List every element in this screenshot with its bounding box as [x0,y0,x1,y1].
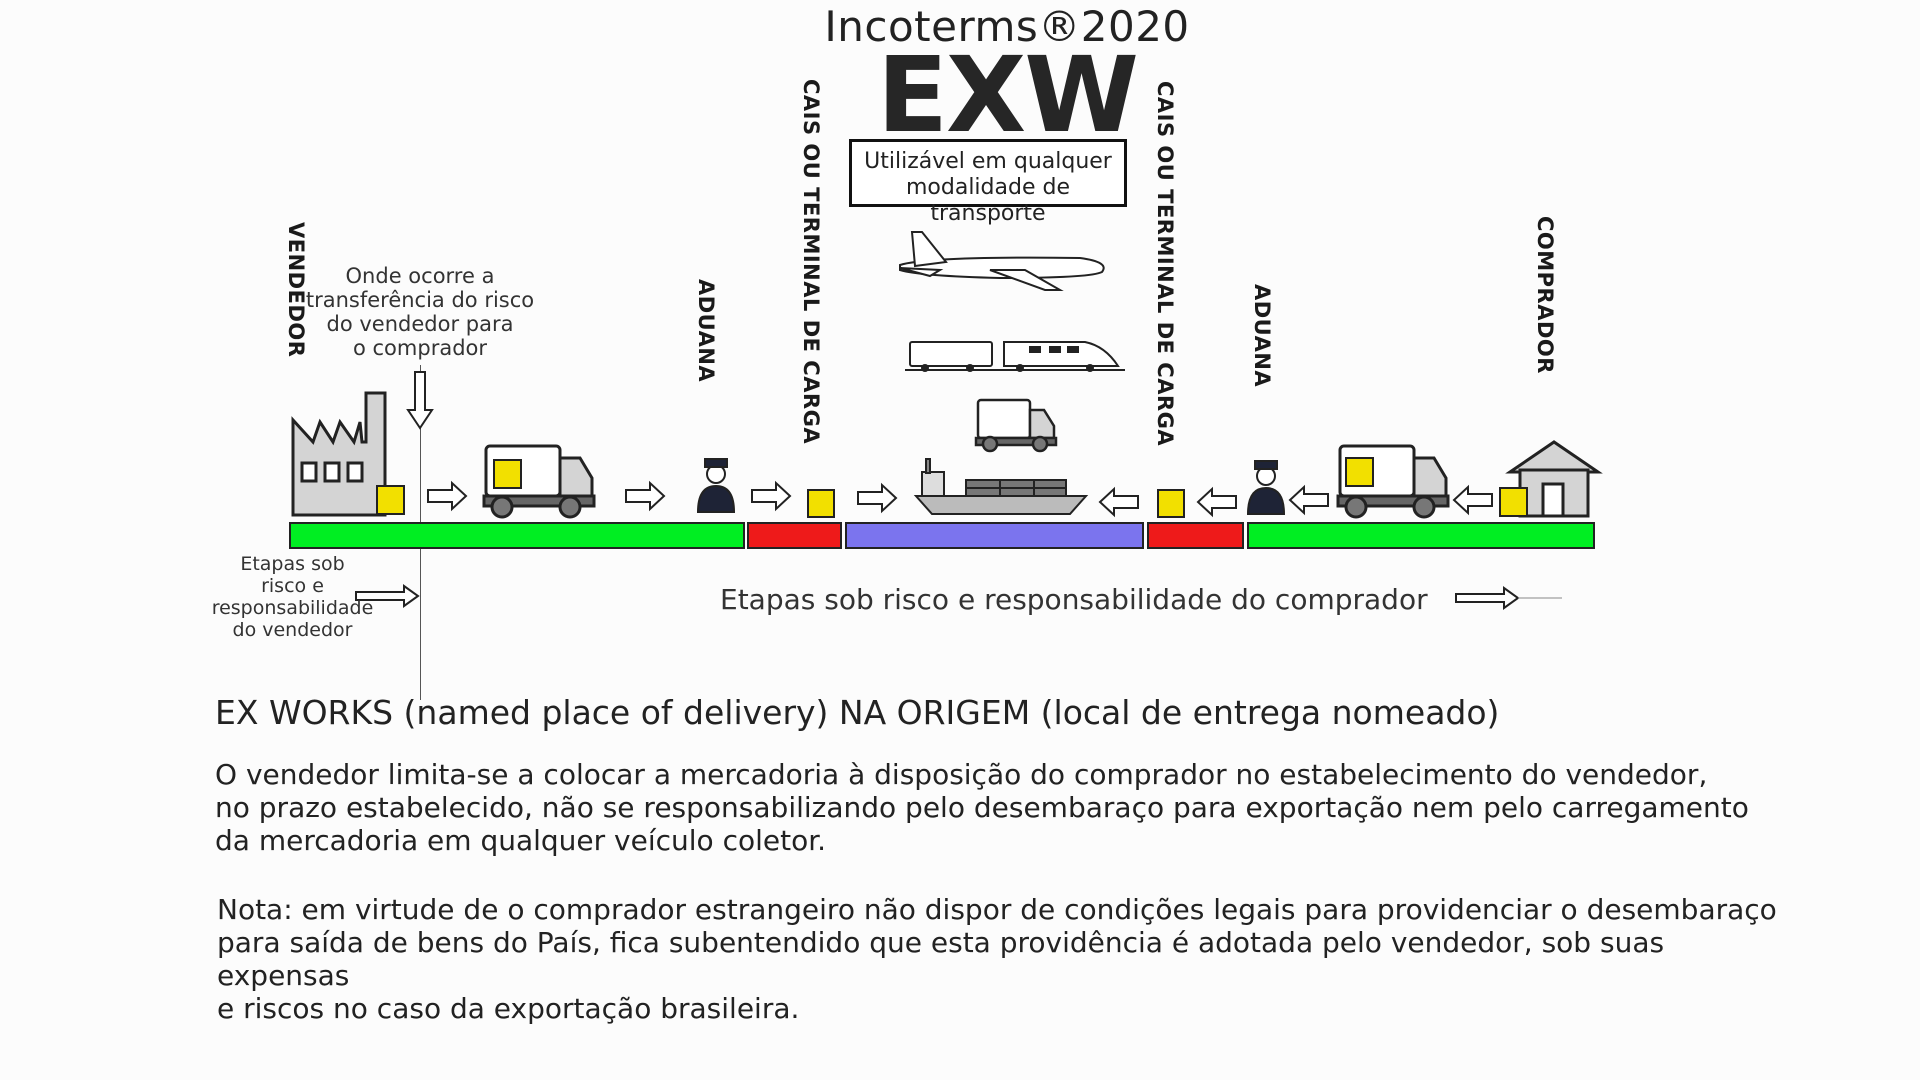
stage-bar-blue-main [845,522,1144,549]
stage-bar-red-dest [1147,522,1244,549]
arrow-left-icon [1196,486,1237,518]
terminal-dest-label: CAIS OU TERMINAL DE CARGA [1153,81,1177,447]
stage-bar-buyer-green [1247,522,1595,549]
description-line: O vendedor limita-se a colocar a mercado… [215,758,1708,791]
house-icon [1505,440,1603,518]
exw-description: O vendedor limita-se a colocar a mercado… [215,758,1775,857]
terminal-origin-label: CAIS OU TERMINAL DE CARGA [799,79,823,445]
customs-origin-label: ADUANA [694,279,718,383]
note-line: e riscos no caso da exportação brasileir… [217,992,800,1025]
risk-down-arrow-icon [406,371,434,430]
cargo-box-icon [1499,487,1528,517]
train-icon [905,341,1125,372]
cargo-box-icon [1157,489,1185,518]
exw-note: Nota: em virtude de o comprador estrange… [217,893,1777,1025]
risk-note-line: Onde ocorre a [345,264,495,288]
stage-bar-seller-green [289,522,745,549]
factory-icon [291,391,387,517]
seller-stage-note: Etapas sob risco e responsabilidade do v… [205,553,380,641]
risk-note-line: o comprador [352,336,488,360]
risk-note-line: do vendedor para [326,312,514,336]
truck-icon [974,398,1058,453]
arrow-right-icon [625,480,666,512]
seller-note-line: Etapas sob [240,553,345,575]
buyer-stage-note: Etapas sob risco e responsabilidade do c… [720,583,1428,616]
description-line: no prazo estabelecido, não se responsabi… [215,791,1749,824]
ship-icon [913,458,1089,515]
mode-line-2: modalidade de transporte [905,175,1070,226]
note-line: para saída de bens do País, fica subente… [217,926,1665,992]
seller-label: VENDEDOR [284,222,308,358]
incoterm-code: EXW [877,34,1139,156]
cargo-box-icon [1345,457,1374,487]
arrow-right-icon [751,480,792,512]
transport-mode-box: Utilizável em qualquer modalidade de tra… [849,139,1127,226]
buyer-stage-arrow-icon [1455,586,1562,610]
cargo-box-icon [376,485,405,515]
arrow-left-icon [1098,486,1139,518]
seller-note-line: do vendedor [232,619,353,641]
buyer-label: COMPRADOR [1533,216,1557,374]
stage-bar-red-origin [747,522,842,549]
risk-transfer-note: Onde ocorre a transferência do risco do … [300,264,540,360]
risk-note-line: transferência do risco [305,288,535,312]
seller-note-line: responsabilidade [211,597,374,619]
customs-dest-label: ADUANA [1250,284,1274,388]
incoterms-title: Incoterms®2020 [824,2,1190,51]
arrow-left-icon [1452,484,1493,516]
exw-heading: EX WORKS (named place of delivery) NA OR… [215,693,1500,732]
arrow-right-icon [427,480,468,512]
mode-line-1: Utilizável em qualquer [864,149,1112,174]
seller-note-line: risco e [261,575,324,597]
cargo-box-icon [493,459,522,489]
cargo-box-icon [807,489,835,518]
description-line: da mercadoria em qualquer veículo coleto… [215,824,827,857]
arrow-left-icon [1288,484,1329,516]
customs-officer-icon [696,458,736,513]
customs-officer-icon [1246,460,1286,515]
airplane-icon [899,231,1105,291]
arrow-right-icon [857,482,898,514]
note-line: Nota: em virtude de o comprador estrange… [217,893,1777,926]
seller-stage-arrow-icon [355,584,420,608]
